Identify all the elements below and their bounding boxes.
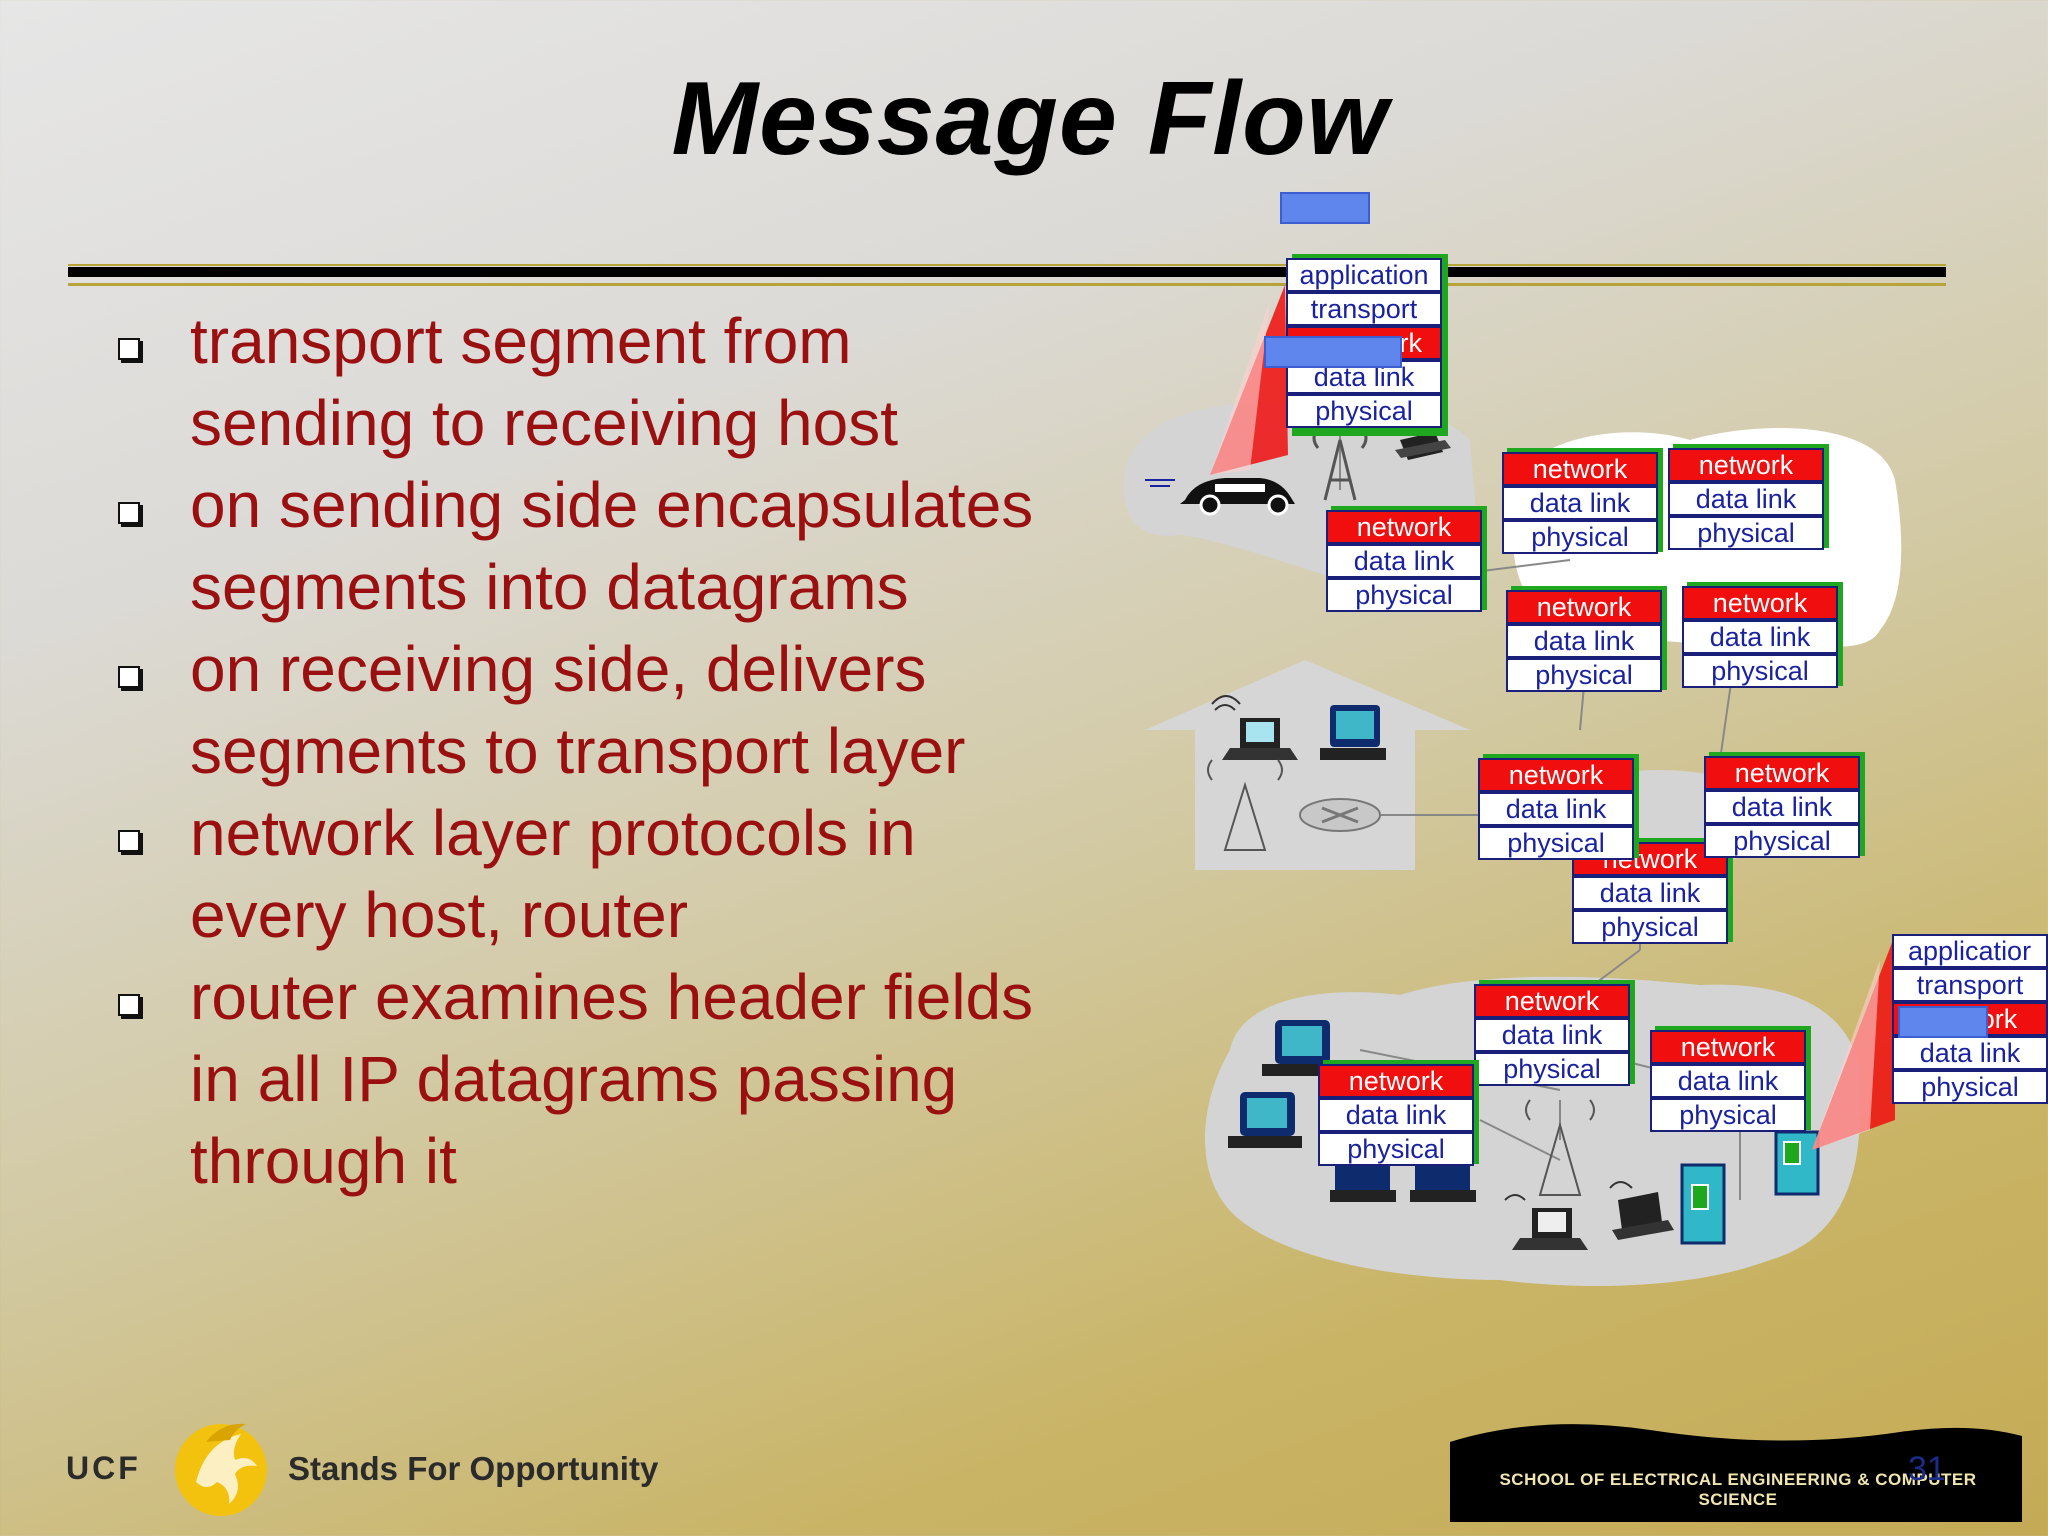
layer-data-link: data link xyxy=(1892,1036,2048,1070)
layer-transport: transport xyxy=(1286,292,1442,326)
layer-physical: physical xyxy=(1318,1132,1474,1166)
layer-data-link: data link xyxy=(1318,1098,1474,1132)
title-rule xyxy=(68,267,1946,277)
layer-data-link: data link xyxy=(1704,790,1860,824)
router-stack: network data link physical xyxy=(1506,586,1667,700)
layer-network: network xyxy=(1318,1064,1474,1098)
enterprise-desktop-icon xyxy=(1330,1165,1396,1202)
layer-physical: physical xyxy=(1682,654,1838,688)
router-stack: network data link physical xyxy=(1668,444,1829,558)
bullet-text: router examines header fields in all IP … xyxy=(190,961,1034,1197)
bullet-item: network layer protocols in every host, r… xyxy=(110,792,1040,956)
router-stack: network data link physical xyxy=(1650,1026,1811,1140)
layer-data-link: data link xyxy=(1668,482,1824,516)
router-stack: network data link physical xyxy=(1326,506,1487,620)
bullet-text: on receiving side, delivers segments to … xyxy=(190,633,966,787)
bullet-text: transport segment from sending to receiv… xyxy=(190,305,898,459)
layer-network: network xyxy=(1682,586,1838,620)
bullet-list: transport segment from sending to receiv… xyxy=(110,300,1040,1202)
router-stack: network data link physical xyxy=(1478,754,1639,868)
page-number: 31 xyxy=(1908,1450,1946,1488)
pegasus-logo-icon xyxy=(175,1423,267,1516)
layer-network: network xyxy=(1650,1030,1806,1064)
bullet-box-icon xyxy=(118,830,140,852)
laptop-icon xyxy=(1395,432,1451,460)
segment-packet xyxy=(1280,192,1370,224)
bullet-box-icon xyxy=(118,338,140,360)
layer-physical: physical xyxy=(1502,520,1658,554)
datagram-packet xyxy=(1898,1006,1988,1038)
router-stack: network data link physical xyxy=(1704,752,1865,866)
layer-network: network xyxy=(1704,756,1860,790)
layer-physical: physical xyxy=(1704,824,1860,858)
layer-data-link: data link xyxy=(1572,876,1728,910)
home-access-point-icon xyxy=(1207,759,1283,851)
layer-network: network xyxy=(1506,590,1662,624)
bullet-box-icon xyxy=(118,666,140,688)
car-icon xyxy=(1145,478,1295,516)
school-name: SCHOOL OF ELECTRICAL ENGINEERING & COMPU… xyxy=(1499,1470,1977,1509)
router-stack: network data link physical xyxy=(1318,1060,1479,1174)
bullet-box-icon xyxy=(118,502,140,524)
enterprise-access-point-icon xyxy=(1525,1099,1595,1196)
layer-network: network xyxy=(1502,452,1658,486)
bullet-box-icon xyxy=(118,994,140,1016)
layer-physical: physical xyxy=(1668,516,1824,550)
slide-title: Message Flow xyxy=(671,61,1389,177)
school-banner xyxy=(1450,1424,2022,1522)
enterprise-desktop-icon xyxy=(1410,1165,1476,1202)
server-icon xyxy=(1774,1130,1820,1196)
layer-physical: physical xyxy=(1892,1070,2048,1104)
layer-data-link: data link xyxy=(1474,1018,1630,1052)
layer-physical: physical xyxy=(1506,658,1662,692)
bullet-item: on sending side encapsulates segments in… xyxy=(110,464,1040,628)
server-icon xyxy=(1680,1163,1726,1245)
layer-network: network xyxy=(1478,758,1634,792)
layer-data-link: data link xyxy=(1326,544,1482,578)
layer-transport: transport xyxy=(1892,968,2048,1002)
router-stack: network data link physical xyxy=(1474,980,1635,1094)
enterprise-desktop-icon xyxy=(1228,1092,1302,1148)
layer-physical: physical xyxy=(1326,578,1482,612)
layer-data-link: data link xyxy=(1682,620,1838,654)
layer-network: network xyxy=(1668,448,1824,482)
layer-data-link: data link xyxy=(1506,624,1662,658)
home-router-icon xyxy=(1299,798,1381,832)
bullet-text: on sending side encapsulates segments in… xyxy=(190,469,1034,623)
datagram-packet xyxy=(1264,336,1402,368)
ucf-wordmark: UCF xyxy=(66,1450,141,1486)
layer-physical: physical xyxy=(1286,394,1442,428)
layer-physical: physical xyxy=(1478,826,1634,860)
title-rule-top xyxy=(68,264,1946,266)
home-laptop-icon xyxy=(1211,695,1298,760)
enterprise-laptop-icon xyxy=(1504,1194,1588,1250)
tagline: Stands For Opportunity xyxy=(288,1450,659,1487)
layer-data-link: data link xyxy=(1650,1064,1806,1098)
layer-network: network xyxy=(1474,984,1630,1018)
home-network xyxy=(1145,660,1470,870)
router-stack: network data link physical xyxy=(1502,448,1663,562)
layer-physical: physical xyxy=(1474,1052,1630,1086)
bullet-text: network layer protocols in every host, r… xyxy=(190,797,916,951)
enterprise-desktop-icon xyxy=(1262,1020,1336,1076)
enterprise-laptop-icon xyxy=(1609,1181,1674,1240)
layer-application: application xyxy=(1286,258,1442,292)
layer-physical: physical xyxy=(1572,910,1728,944)
bullet-item: transport segment from sending to receiv… xyxy=(110,300,1040,464)
layer-network: network xyxy=(1326,510,1482,544)
bullet-item: router examines header fields in all IP … xyxy=(110,956,1040,1202)
layer-application: applicatior xyxy=(1892,934,2048,968)
home-desktop-icon xyxy=(1320,705,1386,760)
title-rule-bottom xyxy=(68,283,1946,286)
layer-data-link: data link xyxy=(1502,486,1658,520)
router-stack: network data link physical xyxy=(1682,582,1843,696)
layer-physical: physical xyxy=(1650,1098,1806,1132)
layer-data-link: data link xyxy=(1478,792,1634,826)
bullet-item: on receiving side, delivers segments to … xyxy=(110,628,1040,792)
